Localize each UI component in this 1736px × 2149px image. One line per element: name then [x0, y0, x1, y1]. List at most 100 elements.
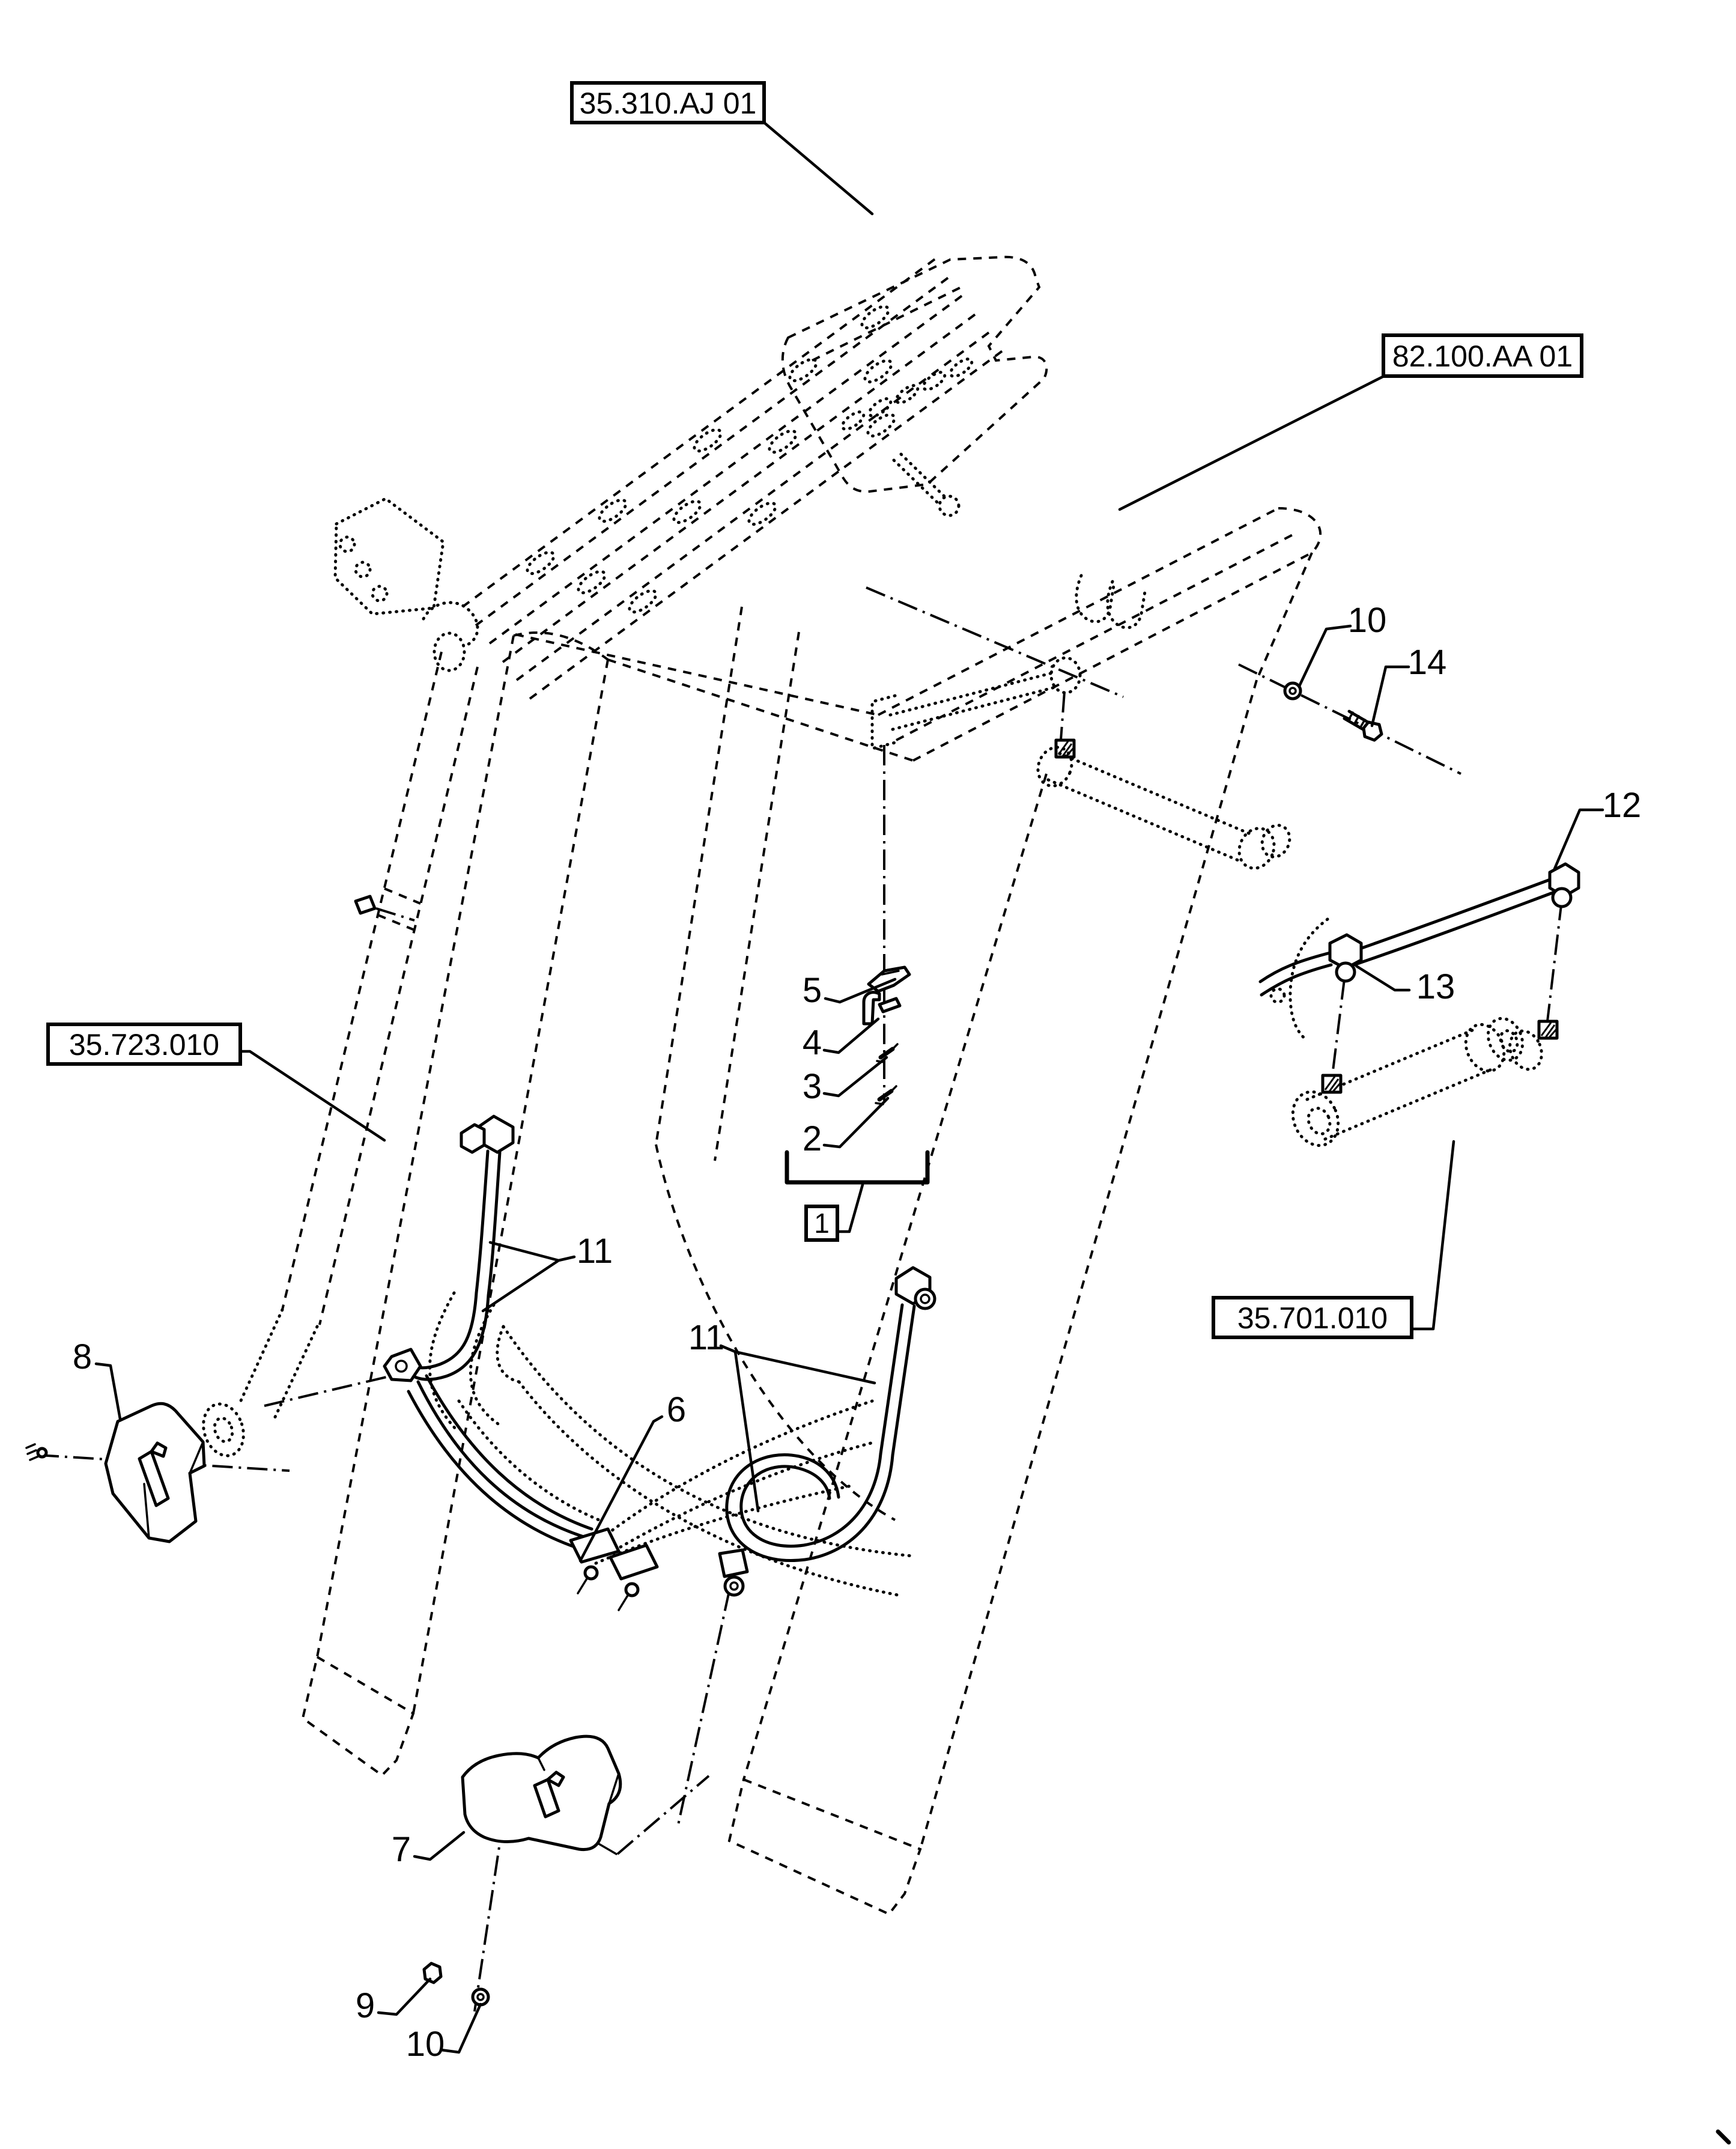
callout-14[interactable]: 14	[1408, 643, 1447, 682]
callout-9[interactable]: 9	[356, 1986, 375, 2025]
clamp-8-slot-hook	[150, 1441, 168, 1458]
clip-5-fold	[881, 970, 900, 976]
washer-10-bottom	[471, 1987, 490, 2007]
hose11-left-pipe-a	[405, 1149, 490, 1370]
rod-eye-centerline	[1060, 692, 1066, 741]
clamp-bolt-1	[583, 1565, 599, 1581]
crossmember-left-curl	[496, 1325, 521, 1384]
left-arm-inner-edge	[412, 659, 609, 1714]
hose-collar	[577, 570, 607, 595]
lift-cylinder-edge-a	[281, 651, 443, 1310]
callout-8[interactable]: 8	[73, 1337, 92, 1376]
washer-10-top	[1283, 681, 1302, 701]
tube-12-assembly	[1258, 862, 1580, 1094]
fitting-12-nut	[1551, 887, 1573, 908]
ref-box-35-701-010[interactable]: 35.701.010	[1212, 1140, 1455, 1339]
arm-hose-guide-2	[469, 1303, 502, 1427]
clamp-8-slot	[138, 1450, 170, 1507]
center-plate-right-edge	[714, 631, 800, 1161]
cylinder-port-centerline	[375, 907, 415, 922]
callout-3[interactable]: 3	[803, 1067, 822, 1106]
tube12-edge-b	[1352, 890, 1558, 967]
ref-35-723-label[interactable]: 35.723.010	[69, 1028, 219, 1062]
leader-4	[822, 1017, 880, 1054]
ref-box-35-310-AJ-01[interactable]: 35.310.AJ 01	[570, 81, 874, 216]
loader-frame-outline	[301, 507, 1329, 1916]
manifold-port	[338, 535, 356, 553]
leader-10-top	[1297, 624, 1352, 688]
lift-cylinder-eye-hook	[422, 601, 479, 646]
hose11-right-elbow-port	[729, 1581, 739, 1591]
fitting13-centerline	[1331, 979, 1346, 1076]
callout-6[interactable]: 6	[667, 1390, 686, 1429]
leader-14	[1370, 665, 1410, 728]
callout-11-right[interactable]: 11	[688, 1318, 724, 1357]
ref-35-701-label[interactable]: 35.701.010	[1237, 1301, 1388, 1335]
rod-left-mount	[870, 694, 897, 751]
callout-10-bottom[interactable]: 10	[406, 2025, 445, 2064]
ref-35-701-rect[interactable]	[1212, 1296, 1413, 1339]
hose-11-left	[383, 1114, 515, 1382]
ghost-hose-1	[600, 1399, 874, 1540]
crosstube-hook-2	[1106, 580, 1147, 630]
callout-4[interactable]: 4	[803, 1023, 822, 1062]
ref-35-723-rect[interactable]	[46, 1023, 242, 1066]
hose-collar	[863, 359, 893, 384]
item-1-box[interactable]	[804, 1205, 839, 1242]
ref-box-82-100-AA-01[interactable]: 82.100.AA 01	[1118, 333, 1583, 511]
ref-box-35-723-010[interactable]: 35.723.010	[46, 1023, 386, 1142]
corner-mark	[1716, 2129, 1731, 2145]
tube13-hose-b	[1260, 963, 1333, 997]
right-arm-hole-flange	[1288, 917, 1329, 1042]
top-cylinder-butt-cap	[1036, 746, 1073, 788]
cylinder-port-nut	[354, 895, 377, 915]
cylinder-butt-outer	[1291, 1090, 1340, 1147]
fitting-13-block	[1328, 933, 1363, 970]
callout-1[interactable]: 1	[814, 1208, 830, 1239]
hose-collar	[526, 550, 556, 576]
callout-10-top[interactable]: 10	[1348, 601, 1387, 640]
right-arm-left-edge	[742, 773, 1048, 1780]
right-arm-foot	[727, 1778, 922, 1916]
rod-clevis-ring	[1486, 1017, 1525, 1062]
callout-13[interactable]: 13	[1416, 967, 1455, 1006]
screw-3	[878, 1047, 895, 1060]
callouts: 5 4 3 2 10 14 12 13 8 11 11 6 7 9 10	[73, 601, 1641, 2064]
callout-12[interactable]: 12	[1603, 786, 1642, 825]
lift-cylinder-collar-1	[384, 887, 421, 905]
callout-5[interactable]: 5	[803, 971, 822, 1010]
hose-11-right	[718, 1266, 936, 1597]
crosstube-hook-1	[1075, 574, 1115, 624]
ref-35-310-label[interactable]: 35.310.AJ 01	[580, 87, 757, 120]
cylinder-butt-inner	[1307, 1107, 1332, 1135]
hose-bundle-center	[407, 1374, 659, 1611]
nut-hatched-under-13	[1321, 1074, 1343, 1094]
right-arm-top-join	[1255, 552, 1313, 681]
bundle-tube-2a	[488, 291, 968, 645]
hose-collar	[628, 589, 658, 614]
hose11-left-elbow-port	[395, 1360, 408, 1373]
crosstube-mid-edge	[896, 532, 1296, 741]
bolt-14	[1343, 710, 1383, 742]
hose11-right-centerline	[676, 1590, 730, 1828]
hose-collar	[860, 305, 890, 330]
callout-2[interactable]: 2	[803, 1119, 822, 1158]
hose11-right-elbow-block	[718, 1548, 749, 1578]
ref-35-310-rect[interactable]	[570, 81, 766, 124]
leader-13	[1355, 964, 1411, 992]
clamp-7-slot-hook	[546, 1771, 565, 1787]
callout-7[interactable]: 7	[392, 1830, 411, 1869]
callout-11-left[interactable]: 11	[577, 1232, 613, 1271]
ghost-hose-4	[457, 1399, 604, 1523]
clip-stack-parts	[862, 965, 911, 1105]
ref-82-100-rect[interactable]	[1382, 333, 1583, 378]
clamp-cover-7	[461, 1734, 622, 1852]
ref-82-100-label[interactable]: 82.100.AA 01	[1392, 339, 1573, 373]
ref-35-310-leader	[762, 121, 874, 216]
group-bracket	[785, 1150, 930, 1185]
crosstube-top-edge	[878, 507, 1279, 716]
hose-collar	[672, 499, 702, 524]
hose11-right-pipe-b	[891, 1304, 916, 1457]
hose-collar	[693, 428, 723, 453]
